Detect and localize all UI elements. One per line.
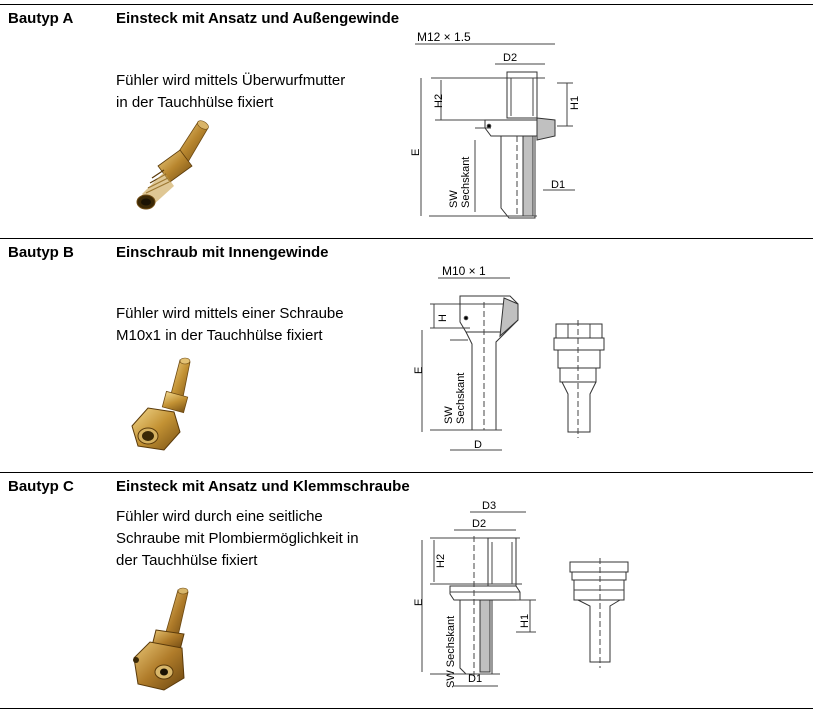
- label-h2-a: H2: [433, 94, 445, 108]
- type-label-c: Bautyp C: [8, 478, 74, 495]
- description-c: Fühler wird durch eine seitliche Schraub…: [116, 506, 406, 572]
- description-line: in der Tauchhülse fixiert: [116, 94, 274, 111]
- description-line: Fühler wird durch eine seitliche: [116, 508, 323, 525]
- description-line: M10x1 in der Tauchhülse fixiert: [116, 327, 323, 344]
- label-e-a: E: [410, 149, 422, 156]
- section-title-a: Einsteck mit Ansatz und Außengewinde: [116, 10, 400, 27]
- label-hex-b: Sechskant: [455, 373, 467, 424]
- description-line: der Tauchhülse fixiert: [116, 552, 258, 569]
- type-label-a: Bautyp A: [8, 10, 74, 27]
- description-line: Schraube mit Plombiermöglichkeit in: [116, 530, 359, 547]
- top-rule: [0, 4, 813, 5]
- label-d-b: D: [474, 439, 482, 451]
- type-label-b: Bautyp B: [8, 244, 74, 261]
- sensor-photo-a: [136, 120, 209, 210]
- bottom-rule: [0, 708, 813, 709]
- label-h1-a: H1: [569, 96, 581, 110]
- section-divider-b-c: [0, 472, 813, 473]
- description-line: Fühler wird mittels einer Schraube: [116, 305, 344, 322]
- label-sw-a: SW: [448, 190, 460, 208]
- section-divider-a-b: [0, 238, 813, 239]
- section-title-b: Einschraub mit Innengewinde: [116, 244, 329, 261]
- label-d1-a: D1: [551, 179, 565, 191]
- technical-drawing-c: D3 D2 H2 E H1 SW Sechskant D1: [413, 500, 629, 688]
- label-d1-c: D1: [468, 673, 482, 685]
- sensor-photo-b: [131, 357, 191, 451]
- label-thread-b: M10 × 1: [442, 264, 486, 278]
- sensor-photo-c: [133, 587, 189, 691]
- label-hex-a: Sechskant: [460, 157, 472, 208]
- label-sw-hex-c: SW Sechskant: [445, 616, 457, 688]
- label-h2-c: H2: [435, 554, 447, 568]
- label-d3-c: D3: [482, 500, 496, 512]
- label-e-b: E: [413, 367, 425, 374]
- section-title-c: Einsteck mit Ansatz und Klemmschraube: [116, 478, 410, 495]
- label-h1-c: H1: [519, 614, 531, 628]
- technical-drawing-a: M12 × 1.5 D2 H2 E H1 SW Sechskant D1: [410, 30, 581, 219]
- description-line: Fühler wird mittels Überwurfmutter: [116, 72, 346, 89]
- description-b: Fühler wird mittels einer Schraube M10x1…: [116, 303, 406, 347]
- label-d2-a: D2: [503, 52, 517, 64]
- label-d2-c: D2: [472, 518, 486, 530]
- description-a: Fühler wird mittels Überwurfmutter in de…: [116, 70, 406, 114]
- technical-drawing-b: M10 × 1 H E SW Sechskant D: [413, 264, 605, 451]
- label-h-b: H: [437, 314, 449, 322]
- label-e-c: E: [413, 599, 425, 606]
- label-sw-b: SW: [443, 406, 455, 424]
- label-thread-a: M12 × 1.5: [417, 30, 471, 44]
